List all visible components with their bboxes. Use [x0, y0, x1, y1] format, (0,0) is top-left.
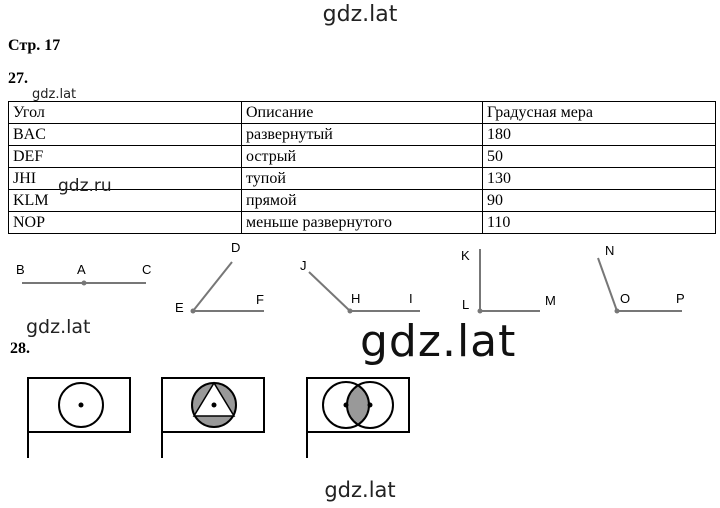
point-label-n: N — [605, 243, 615, 258]
flag-3-frame — [306, 377, 410, 433]
flag-1-center-dot — [78, 402, 84, 408]
watermark-table-overlay: gdz.ru — [58, 176, 112, 196]
vertex-e-dot — [190, 308, 196, 314]
point-label-a: A — [77, 262, 86, 277]
vertex-a-dot — [81, 280, 87, 286]
watermark-left-mid: gdz.lat — [26, 316, 91, 338]
point-label-o: O — [620, 291, 631, 306]
flag-2-center-dot — [211, 402, 217, 408]
task-28-number: 28. — [10, 340, 30, 357]
vertex-l-dot — [477, 308, 483, 314]
flag-1-frame — [27, 377, 131, 433]
flag-3-left-center-dot — [343, 402, 349, 408]
angle-jhi-ray-j — [308, 271, 351, 312]
point-label-f: F — [256, 292, 264, 307]
page-label: Стр. 17 — [8, 37, 61, 54]
table-cell: меньше развернутого — [241, 211, 483, 234]
point-label-e: E — [175, 300, 184, 315]
vertex-h-dot — [347, 308, 353, 314]
point-label-p: P — [676, 291, 685, 306]
flag-3-two-circles — [322, 381, 394, 429]
watermark-bottom: gdz.lat — [324, 478, 396, 502]
angle-def-ray-d — [192, 261, 233, 312]
point-label-h: H — [351, 291, 361, 306]
point-label-j: J — [300, 258, 307, 273]
point-label-b: B — [16, 262, 25, 277]
task-27-number: 27. — [8, 70, 28, 87]
flag-2-frame — [161, 377, 265, 433]
table-cell: острый — [241, 145, 483, 168]
table-cell: NOP — [8, 211, 242, 234]
table-row: DEF острый 50 — [8, 145, 716, 168]
point-label-k: K — [461, 248, 470, 263]
watermark-top: gdz.lat — [322, 2, 398, 27]
flag-3-right-center-dot — [367, 402, 373, 408]
angle-nop-ray-n — [597, 257, 618, 312]
table-cell: 90 — [482, 189, 716, 212]
vertex-o-dot — [614, 308, 620, 314]
table-row: NOP меньше развернутого 110 — [8, 211, 716, 234]
watermark-table-corner: gdz.lat — [32, 87, 77, 102]
flag-1-circle — [58, 382, 104, 428]
point-label-m: M — [545, 293, 556, 308]
table-cell: прямой — [241, 189, 483, 212]
point-label-l: L — [462, 297, 470, 312]
point-label-i: I — [409, 291, 413, 306]
point-label-c: C — [142, 262, 152, 277]
angles-table: Угол Описание Градусная мера BAC разверн… — [8, 101, 716, 234]
watermark-center-large: gdz.lat — [360, 316, 517, 367]
table-cell: 110 — [482, 211, 716, 234]
point-label-d: D — [231, 240, 241, 255]
